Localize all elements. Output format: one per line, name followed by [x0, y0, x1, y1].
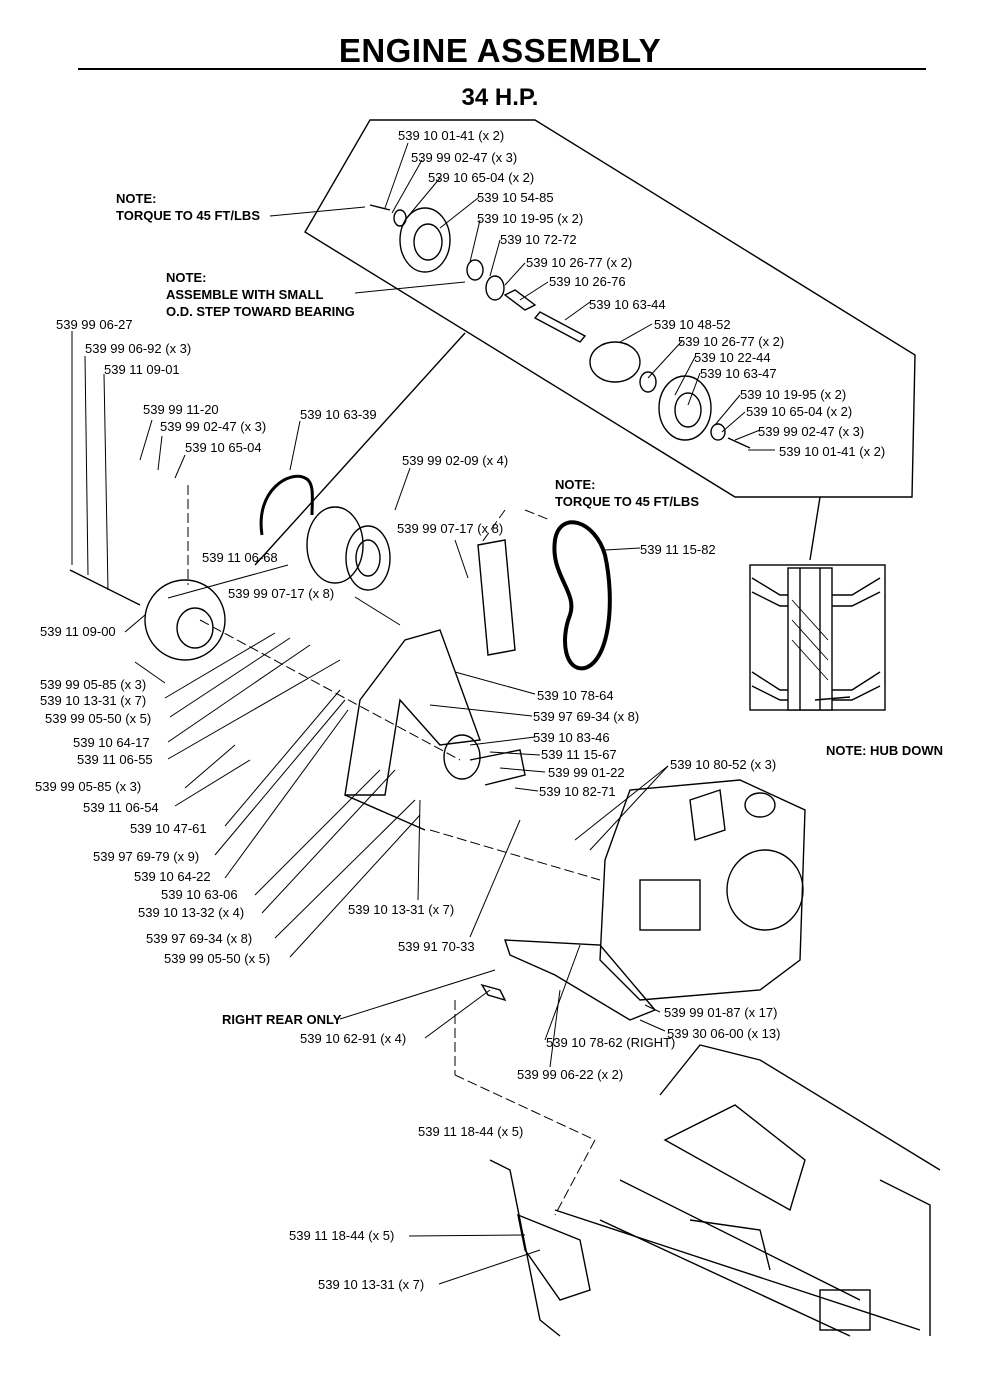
part-label: 539 99 11-20: [143, 402, 219, 417]
note-torque-mid-line2: TORQUE TO 45 FT/LBS: [555, 494, 699, 509]
chassis-frame-drawing: [489, 1044, 941, 1337]
drive-pulley-drawing: [306, 506, 391, 591]
detail-leader-2: [809, 496, 821, 561]
part-label: 539 11 09-01: [104, 362, 180, 377]
note-torque-top-line1: NOTE:: [116, 191, 157, 206]
note-torque-mid: NOTE: TORQUE TO 45 FT/LBS: [555, 476, 699, 510]
note-assemble-line3: O.D. STEP TOWARD BEARING: [166, 304, 355, 319]
part-label: 539 10 64-22: [134, 869, 211, 884]
part-label: 539 10 80-52 (x 3): [670, 757, 777, 772]
engine-bracket-drawing: [344, 629, 526, 831]
part-label: 539 91 70-33: [398, 939, 475, 954]
part-label: 539 10 26-76: [549, 274, 626, 289]
part-label: 539 10 13-31 (x 7): [40, 693, 147, 708]
note-hub-down: NOTE: HUB DOWN: [826, 743, 943, 758]
part-label: 539 11 06-68: [202, 550, 278, 565]
part-label: 539 10 63-06: [161, 887, 238, 902]
title-rule: [78, 68, 926, 70]
note-assemble: NOTE: ASSEMBLE WITH SMALL O.D. STEP TOWA…: [166, 269, 355, 320]
note-right-rear-only: RIGHT REAR ONLY: [222, 1012, 342, 1027]
part-label: 539 10 26-77 (x 2): [678, 334, 785, 349]
part-label: 539 10 01-41 (x 2): [398, 128, 505, 143]
part-label: 539 10 26-77 (x 2): [526, 255, 633, 270]
belt-long-drawing: [552, 520, 612, 671]
upper-pulley-drawing: [369, 204, 751, 449]
part-label: 539 99 07-17 (x 8): [228, 586, 335, 601]
part-label: 539 10 63-39: [300, 407, 377, 422]
note-assemble-line2: ASSEMBLE WITH SMALL: [166, 287, 324, 302]
part-label: 539 11 15-82: [640, 542, 716, 557]
part-label: 539 99 06-92 (x 3): [85, 341, 192, 356]
part-label: 539 99 01-87 (x 17): [664, 1005, 778, 1020]
part-label: 539 10 01-41 (x 2): [779, 444, 886, 459]
rear-bracket-drawing: [480, 983, 507, 1002]
note-assemble-line1: NOTE:: [166, 270, 207, 285]
part-label: 539 11 06-54: [83, 800, 159, 815]
part-label: 539 10 65-04: [185, 440, 262, 455]
note-torque-top: NOTE: TORQUE TO 45 FT/LBS: [116, 190, 260, 224]
part-label: 539 99 02-47 (x 3): [411, 150, 518, 165]
page-subtitle: 34 H.P.: [461, 84, 539, 111]
part-label: 539 11 15-67: [541, 747, 617, 762]
part-label: 539 11 09-00: [40, 624, 116, 639]
part-label: 539 99 06-22 (x 2): [517, 1067, 624, 1082]
part-label: 539 11 18-44 (x 5): [418, 1124, 524, 1139]
part-label: 539 97 69-79 (x 9): [93, 849, 200, 864]
belt-guide-plate: [477, 539, 516, 656]
part-label: 539 11 06-55: [77, 752, 153, 767]
part-label: 539 10 47-61: [130, 821, 207, 836]
page-title: ENGINE ASSEMBLY: [338, 32, 662, 69]
part-label: 539 10 78-64: [537, 688, 614, 703]
part-label: 539 10 64-17: [73, 735, 150, 750]
spindle-section-drawing: [749, 564, 886, 711]
part-label: 539 99 05-50 (x 5): [164, 951, 271, 966]
part-label: 539 10 78-62 (RIGHT): [546, 1035, 676, 1050]
part-label: 539 97 69-34 (x 8): [146, 931, 253, 946]
part-label: 539 10 63-44: [589, 297, 666, 312]
part-label: 539 10 13-32 (x 4): [138, 905, 245, 920]
part-label: 539 10 65-04 (x 2): [428, 170, 535, 185]
part-label: 539 10 54-85: [477, 190, 554, 205]
part-label: 539 99 02-47 (x 3): [758, 424, 865, 439]
note-torque-top-line2: TORQUE TO 45 FT/LBS: [116, 208, 260, 223]
part-label: 539 10 83-46: [533, 730, 610, 745]
part-label: 539 10 22-44: [694, 350, 771, 365]
engine-drawing: [599, 779, 806, 1001]
note-torque-mid-line1: NOTE:: [555, 477, 596, 492]
clutch-drawing: [69, 569, 226, 661]
front-shield-drawing: [504, 939, 657, 1021]
part-label: 539 99 01-22: [548, 765, 625, 780]
part-label: 539 99 06-27: [56, 317, 133, 332]
part-label: 539 10 72-72: [500, 232, 577, 247]
part-label: 539 10 48-52: [654, 317, 731, 332]
part-label: 539 97 69-34 (x 8): [533, 709, 640, 724]
part-label: 539 10 82-71: [539, 784, 616, 799]
detail-leader: [254, 332, 466, 566]
part-label: 539 99 07-17 (x 8): [397, 521, 504, 536]
belt-small-drawing: [259, 474, 314, 536]
part-label: 539 99 02-09 (x 4): [402, 453, 509, 468]
part-label: 539 30 06-00 (x 13): [667, 1026, 781, 1041]
part-label: 539 11 18-44 (x 5): [289, 1228, 395, 1243]
part-label: 539 99 02-47 (x 3): [160, 419, 267, 434]
part-label: 539 99 05-85 (x 3): [35, 779, 142, 794]
part-label: 539 10 13-31 (x 7): [318, 1277, 425, 1292]
detail-outline: [304, 119, 916, 498]
part-label: 539 10 62-91 (x 4): [300, 1031, 407, 1046]
part-label: 539 10 19-95 (x 2): [740, 387, 847, 402]
part-label: 539 10 13-31 (x 7): [348, 902, 455, 917]
part-label: 539 10 19-95 (x 2): [477, 211, 584, 226]
part-label: 539 99 05-85 (x 3): [40, 677, 147, 692]
part-label: 539 10 63-47: [700, 366, 777, 381]
part-label: 539 99 05-50 (x 5): [45, 711, 152, 726]
part-label: 539 10 65-04 (x 2): [746, 404, 853, 419]
